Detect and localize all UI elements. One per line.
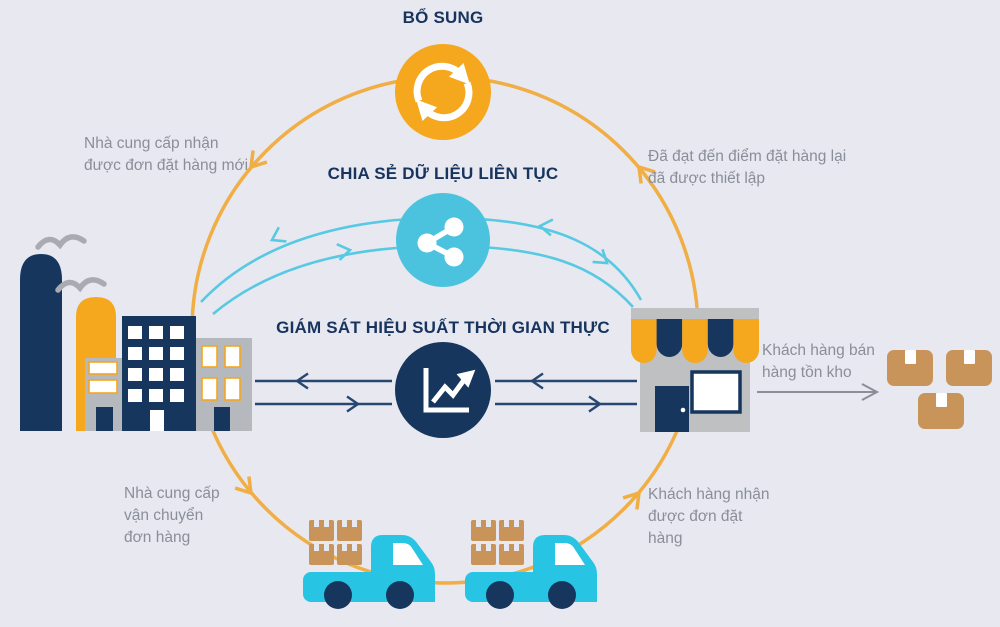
store-awning-bar bbox=[631, 308, 759, 320]
stage-title-data-sharing: CHIA SẺ DỮ LIỆU LIÊN TỤC bbox=[327, 164, 559, 183]
truck-left bbox=[303, 520, 435, 609]
truck-right bbox=[465, 520, 597, 609]
cycle-arrowhead-top-right bbox=[636, 164, 656, 184]
bird-icon bbox=[55, 277, 107, 293]
monitor-arrowhead-left-bottom bbox=[346, 395, 361, 413]
cycle-arrowhead-bottom-left bbox=[234, 476, 254, 496]
store-door-handle bbox=[680, 407, 686, 413]
truck-windshield bbox=[555, 543, 585, 565]
sync-icon bbox=[395, 44, 491, 140]
data-arrowhead-left-in bbox=[336, 243, 353, 261]
annotation-supplier-ships-order: Nhà cung cấp vận chuyển đơn hàng bbox=[124, 485, 220, 546]
annotation-reorder-point-reached: Đã đạt đến điểm đặt hàng lại đã được thi… bbox=[648, 148, 847, 187]
truck-cab bbox=[371, 535, 435, 602]
cycle-arrowhead-bottom-right bbox=[622, 490, 642, 510]
truck-wheel bbox=[486, 581, 514, 609]
truck-cargo-boxes bbox=[471, 520, 524, 565]
truck-illustration bbox=[303, 520, 597, 609]
factory-illustration bbox=[20, 234, 252, 431]
monitor-arrowhead-right-bottom bbox=[588, 395, 603, 413]
stage-title-replenishment: BỔ SUNG bbox=[402, 8, 484, 27]
cycle-arrowhead-top-left bbox=[248, 150, 268, 170]
factory-door bbox=[214, 407, 230, 431]
boxes-illustration bbox=[887, 350, 992, 429]
data-arrowhead-right-out bbox=[592, 248, 609, 265]
truck-wheel bbox=[548, 581, 576, 609]
data-arrowhead-left-out bbox=[269, 226, 287, 243]
monitor-arrowhead-left-top bbox=[294, 372, 309, 390]
store-illustration bbox=[631, 308, 759, 432]
store-window bbox=[690, 370, 742, 414]
factory-windows bbox=[128, 326, 184, 431]
monitoring-arrows bbox=[255, 372, 637, 413]
truck-wheel bbox=[386, 581, 414, 609]
bird-icon bbox=[35, 234, 87, 250]
line-chart-icon bbox=[395, 342, 491, 438]
stage-title-monitoring: GIÁM SÁT HIỆU SUẤT THỜI GIAN THỰC bbox=[276, 318, 610, 337]
share-icon bbox=[396, 193, 490, 287]
annotation-supplier-receives-order: Nhà cung cấp nhận được đơn đặt hàng mới bbox=[84, 135, 249, 174]
factory-chimney-navy bbox=[20, 254, 62, 431]
truck-cab bbox=[533, 535, 597, 602]
data-arrowhead-right-in bbox=[537, 218, 554, 237]
factory-door bbox=[96, 407, 113, 431]
annotation-customer-receives-order: Khách hàng nhận được đơn đặt hàng bbox=[648, 486, 770, 547]
truck-windshield bbox=[393, 543, 423, 565]
annotation-customer-sells-inventory: Khách hàng bán hàng tồn kho bbox=[762, 342, 875, 381]
truck-wheel bbox=[324, 581, 352, 609]
store-awning bbox=[631, 319, 759, 364]
monitor-arrowhead-right-top bbox=[529, 372, 544, 390]
sold-inventory-arrow bbox=[757, 383, 880, 401]
truck-cargo-boxes bbox=[309, 520, 362, 565]
